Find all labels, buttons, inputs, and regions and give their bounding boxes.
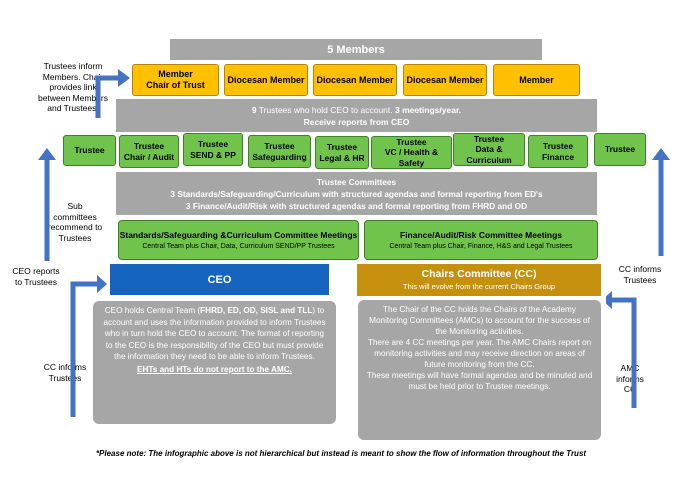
standards-meetings-subtitle: Central Team plus Chair, Data, Curriculu…	[142, 242, 335, 250]
member-label: Diocesan Member	[406, 74, 484, 85]
member-box-diocesan-2: Diocesan Member	[313, 64, 397, 96]
committees-title: Trustee Committees	[316, 176, 397, 187]
finance-meetings-title: Finance/Audit/Risk Committee Meetings	[400, 229, 562, 240]
footnote: *Please note: The infographic above is n…	[95, 449, 587, 458]
trustee-label: Trustee SEND & PP	[190, 139, 236, 160]
member-label: Diocesan Member	[316, 74, 394, 85]
ceo-text: CEO holds Central Team (FHRD, ED, OD, SI…	[101, 305, 328, 363]
central-team-roles: FHRD, ED, OD, SISL and TLL	[200, 306, 313, 315]
trustees-info-text: Trustees who hold CEO to account.	[256, 104, 395, 115]
members-header: 5 Members	[170, 39, 542, 60]
cc-text-1: The Chair of the CC holds the Chairs of …	[369, 305, 590, 336]
trustees-info-line1: 9 Trustees who hold CEO to account. 3 me…	[252, 104, 461, 116]
member-box-member: Member	[493, 64, 580, 96]
trustee-label: Trustee Data & Curriculum	[466, 133, 512, 165]
member-label: Diocesan Member	[227, 74, 305, 85]
standards-meetings-title: Standards/Safeguarding &Curriculum Commi…	[119, 229, 358, 240]
standards-meetings: Standards/Safeguarding &Curriculum Commi…	[118, 220, 359, 260]
ceo-text-c: ) to account and uses the information pr…	[103, 306, 326, 361]
trustee-label: Trustee Chair / Audit	[123, 141, 175, 162]
chairs-committee-title: Chairs Committee (CC)	[421, 268, 537, 280]
arrow-cc-informs-trustees-right	[652, 148, 670, 256]
trustee-label: Trustee Finance	[541, 141, 575, 162]
trustee-committees: Trustee Committees 3 Standards/Safeguard…	[116, 172, 597, 215]
chairs-committee-subtitle: This will evolve from the current Chairs…	[402, 282, 556, 291]
finance-meetings: Finance/Audit/Risk Committee Meetings Ce…	[364, 220, 598, 260]
trustee-box: Trustee	[63, 135, 116, 166]
member-box-diocesan-3: Diocesan Member	[403, 64, 487, 96]
ceo-header: CEO	[110, 264, 329, 295]
trustee-box-legal-hr: Trustee Legal & HR	[315, 136, 369, 169]
trustees-info-line2: Receive reports from CEO	[303, 116, 410, 127]
trustee-box-vc-hs: Trustee VC / Health & Safety	[371, 136, 452, 169]
members-title: 5 Members	[327, 43, 385, 56]
label-trustees-inform: Trustees inform Members. Chair provides …	[38, 61, 108, 113]
trustee-box-safeguarding: Trustee Safeguarding	[248, 135, 311, 168]
committees-line1: 3 Standards/Safeguarding/Curriculum with…	[170, 188, 543, 199]
chairs-committee-description: The Chair of the CC holds the Chairs of …	[358, 300, 601, 440]
trustees-info: 9 Trustees who hold CEO to account. 3 me…	[116, 99, 597, 132]
cc-text-3: These meetings will have formal agendas …	[366, 371, 593, 391]
label-amc-informs: AMC informs CC	[616, 363, 644, 394]
trustee-label: Trustee VC / Health & Safety	[384, 136, 439, 168]
trustee-label: Trustee	[604, 144, 636, 155]
arrow-to-members	[95, 69, 130, 118]
trustee-box-finance: Trustee Finance	[528, 135, 588, 168]
chairs-committee-header: Chairs Committee (CC) This will evolve f…	[357, 264, 601, 296]
trustee-label: Trustee Legal & HR	[319, 142, 365, 163]
arrow-sub-committees-up	[38, 148, 56, 261]
arrow-cc-informs-trustees-left	[70, 275, 107, 417]
meetings-per-year: 3 meetings/year.	[395, 104, 462, 115]
trustee-box-send-pp: Trustee SEND & PP	[183, 133, 243, 166]
label-sub-committees: Sub committees recommend to Trustees	[47, 201, 103, 243]
member-box-diocesan-1: Diocesan Member	[224, 64, 308, 96]
trustee-label: Trustee	[74, 145, 105, 156]
trustee-box-data-curriculum: Trustee Data & Curriculum	[453, 133, 525, 166]
ceo-title: CEO	[207, 273, 232, 286]
label-cc-informs-right: CC informs Trustees	[618, 264, 662, 285]
member-label: Member Chair of Trust	[146, 69, 205, 90]
ceo-text-a: CEO holds Central Team (	[104, 306, 201, 315]
arrow-amc-informs-cc	[606, 291, 637, 408]
cc-text-2: There are 4 CC meetings per year. The AM…	[367, 338, 592, 369]
trustee-count: 9	[251, 104, 257, 115]
member-box-chair: Member Chair of Trust	[132, 64, 219, 96]
member-label: Member	[519, 74, 554, 85]
label-cc-informs-left: CC informs Trustees	[43, 362, 87, 383]
ceo-description: CEO holds Central Team (FHRD, ED, OD, SI…	[93, 301, 336, 424]
trustee-label: Trustee Safeguarding	[252, 141, 307, 162]
ceo-note: EHTs and HTs do not report to the AMC.	[137, 364, 292, 374]
trustee-box-chair-audit: Trustee Chair / Audit	[119, 135, 179, 168]
committees-line2: 3 Finance/Audit/Risk with structured age…	[185, 200, 528, 211]
trustee-box: Trustee	[594, 133, 646, 166]
finance-meetings-subtitle: Central Team plus Chair, Finance, H&S an…	[389, 242, 573, 250]
label-ceo-reports: CEO reports to Trustees	[12, 266, 60, 287]
